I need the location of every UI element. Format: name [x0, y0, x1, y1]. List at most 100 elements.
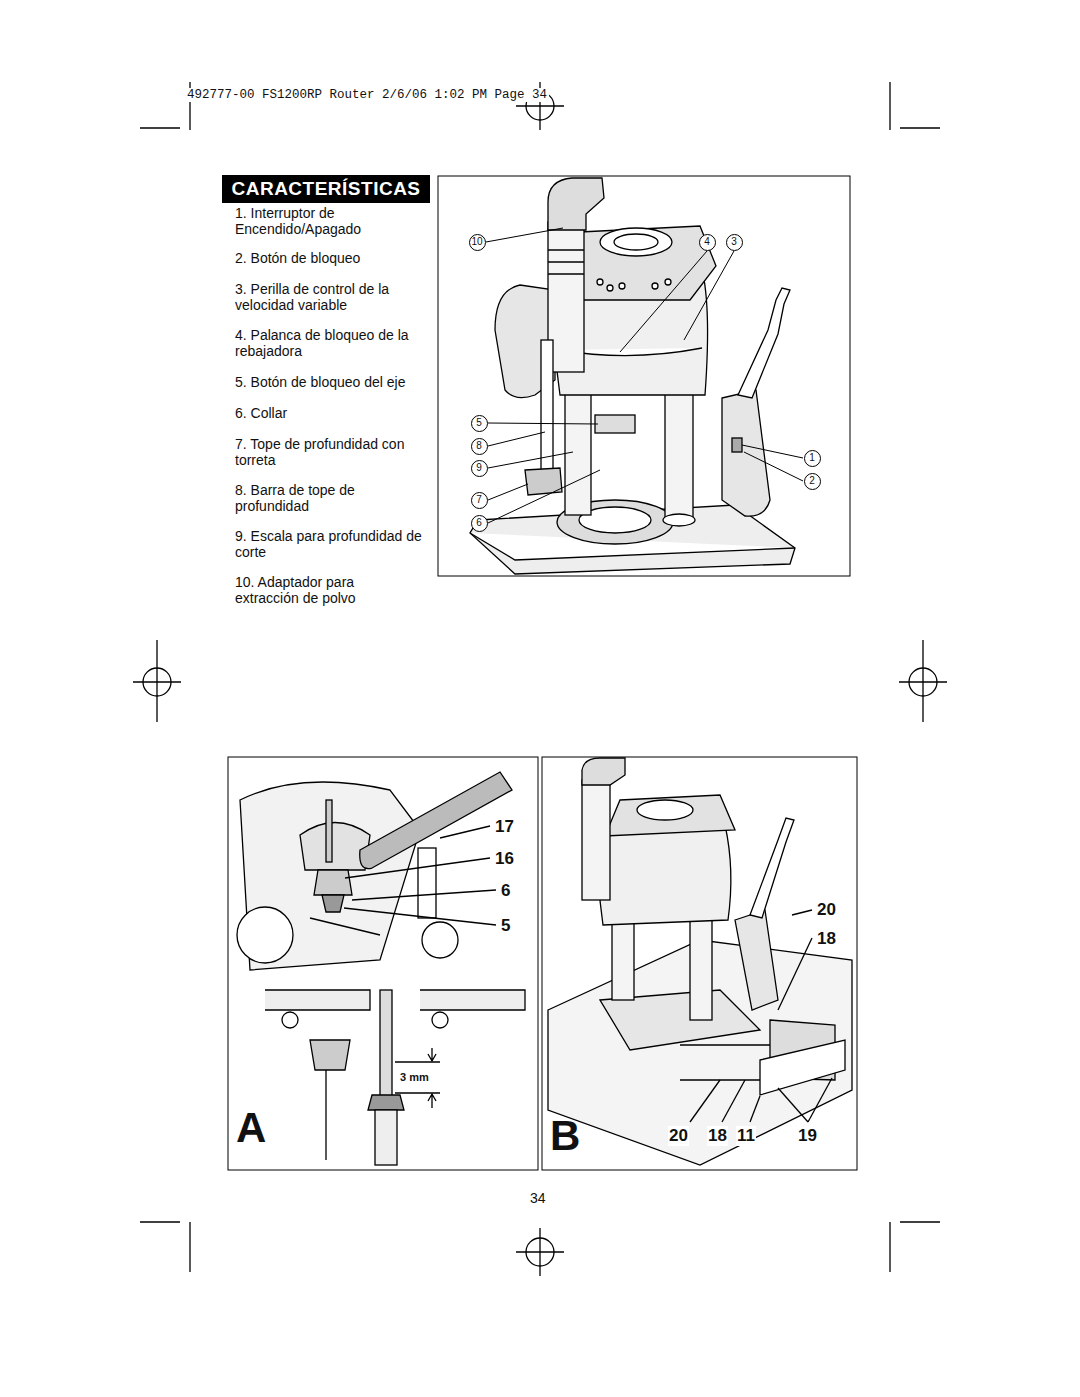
- callout-circle: 3: [726, 234, 743, 251]
- edge-guide-detail-part: [722, 1080, 745, 1122]
- feature-item: 1. Interruptor de Encendido/Apagado: [235, 205, 370, 237]
- collet-detail-part: [395, 1061, 440, 1062]
- collet-detail-part: [352, 890, 496, 900]
- callout-circle: 4: [699, 234, 716, 251]
- title-text: CARACTERÍSTICAS: [231, 178, 420, 200]
- leader-lines-part: [486, 228, 563, 242]
- router-main-part: [548, 273, 584, 274]
- router-main-part: [614, 234, 658, 250]
- feature-item: 5. Botón de bloqueo del eje: [235, 374, 435, 390]
- callout-number: 5: [476, 418, 482, 428]
- callout-number: 1: [809, 453, 815, 463]
- callout-number: 6: [500, 881, 511, 901]
- edge-guide-detail-part: [735, 910, 778, 1010]
- callout-circle: 9: [471, 460, 488, 477]
- crop-marks-part: [516, 105, 564, 106]
- crop-marks-part: [140, 1221, 180, 1222]
- collet-detail-part: [420, 990, 525, 1010]
- leader-lines-part: [488, 484, 528, 500]
- feature-item: 3. Perilla de control de la velocidad va…: [235, 281, 420, 313]
- callout-number: 18: [816, 929, 837, 949]
- collet-detail-part: [300, 823, 370, 871]
- router-main-part: [541, 340, 553, 480]
- crop-marks-part: [900, 127, 940, 128]
- edge-guide-detail-part: [778, 938, 812, 1010]
- router-main-part: [663, 514, 695, 526]
- collet-detail-part: [375, 1110, 397, 1165]
- collet-detail-part: [380, 990, 392, 1100]
- router-main-part: [595, 415, 635, 433]
- crop-marks-part: [140, 127, 180, 128]
- edge-guide-detail-part: [637, 800, 693, 820]
- crop-marks-part: [922, 640, 923, 722]
- edge-guide-detail-part: [605, 795, 735, 836]
- collet-detail-part: [440, 826, 490, 838]
- router-main-part: [732, 438, 742, 452]
- collet-detail-part: [237, 907, 293, 963]
- leader-lines-part: [744, 452, 803, 481]
- collet-detail-part: [344, 908, 496, 925]
- edge-guide-detail-part: [599, 825, 731, 925]
- router-main-part: [652, 283, 658, 289]
- router-main-part: [600, 228, 672, 256]
- collet-detail-part: [345, 858, 490, 878]
- crop-marks-part: [516, 1251, 564, 1252]
- figure-frames: [228, 176, 857, 1170]
- collet-detail-part: [428, 1048, 436, 1108]
- edge-guide-detail-part: [808, 1078, 832, 1122]
- collet-detail-part: [432, 1012, 448, 1028]
- title-band: CARACTERÍSTICAS: [222, 175, 430, 203]
- leader-lines-part: [488, 470, 600, 523]
- page-number: 34: [530, 1190, 546, 1206]
- leader-lines-part: [488, 423, 598, 424]
- figure-frames-part: [438, 176, 850, 576]
- callout-circle: 2: [804, 473, 821, 490]
- callout-number: 20: [668, 1126, 689, 1146]
- collet-detail-part: [265, 990, 370, 1010]
- callout-number: 18: [707, 1126, 728, 1146]
- router-main-part: [738, 288, 790, 398]
- collet-detail-part: [314, 870, 352, 895]
- figure-frames-part: [542, 757, 857, 1170]
- collet-detail-part: [310, 1040, 350, 1070]
- figure-letter: A: [236, 1104, 266, 1152]
- header-slug: 492777-00 FS1200RP Router 2/6/06 1:02 PM…: [185, 88, 549, 102]
- leader-lines-part: [488, 432, 545, 446]
- router-main-part: [619, 283, 625, 289]
- callout-number: 19: [797, 1126, 818, 1146]
- callout-number: 3: [731, 237, 737, 247]
- collet-detail-part: [395, 1092, 440, 1093]
- dimension-label: 3 mm: [400, 1071, 429, 1084]
- figure-frames-part: [228, 757, 538, 1170]
- callout-number: 5: [500, 916, 511, 936]
- leader-lines-part: [488, 452, 573, 468]
- crop-marks-part: [889, 1222, 890, 1272]
- edge-guide-detail-part: [582, 780, 610, 900]
- feature-item: 9. Escala para profundidad de corte: [235, 528, 435, 560]
- edge-guide-detail-part: [760, 1040, 845, 1095]
- feature-item: 2. Botón de bloqueo: [235, 250, 360, 266]
- callout-circle: 1: [804, 450, 821, 467]
- feature-item: 6. Collar: [235, 405, 435, 421]
- router-main-part: [548, 261, 584, 262]
- callout-number: 11: [736, 1126, 756, 1146]
- collet-detail: [237, 772, 525, 1165]
- router-main-part: [597, 279, 603, 285]
- collet-detail-part: [422, 922, 458, 958]
- collet-detail-part: [418, 848, 436, 918]
- callout-circle: 10: [469, 234, 486, 251]
- callout-number: 4: [704, 237, 710, 247]
- leader-lines-part: [684, 251, 734, 340]
- callout-number: 17: [494, 817, 515, 837]
- feature-item: 7. Tope de profundidad con torreta: [235, 436, 435, 468]
- router-main: [470, 178, 795, 574]
- edge-guide-detail-part: [792, 910, 812, 915]
- collet-detail-part: [360, 772, 512, 869]
- crop-marks-part: [900, 1221, 940, 1222]
- router-main-part: [665, 279, 671, 285]
- edge-guide-detail-part: [778, 1088, 808, 1122]
- router-main-part: [607, 285, 613, 291]
- crop-marks-part: [889, 82, 890, 130]
- collet-detail-part: [282, 1012, 298, 1028]
- callout-number: 20: [816, 900, 837, 920]
